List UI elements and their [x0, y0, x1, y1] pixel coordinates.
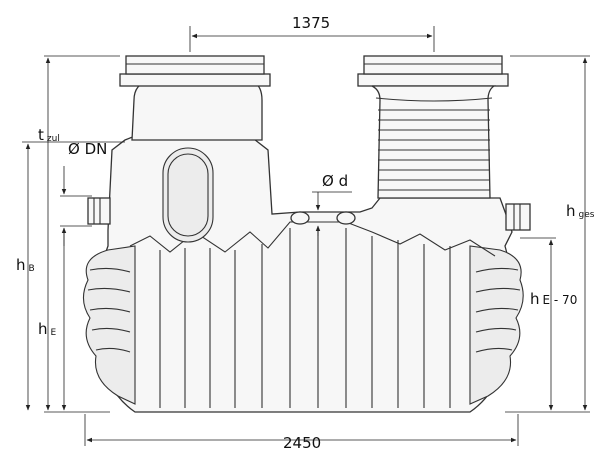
inlet-diameter-label: Ø DN — [68, 140, 107, 158]
right-access-riser — [357, 55, 509, 199]
bottom-width-label: 2450 — [283, 434, 321, 452]
left-access-riser — [119, 55, 271, 141]
pipe-diameter-label: Ø d — [322, 172, 348, 190]
tank-body — [82, 135, 531, 413]
top-width-label: 1375 — [292, 14, 330, 32]
dimension-lines — [22, 26, 590, 446]
